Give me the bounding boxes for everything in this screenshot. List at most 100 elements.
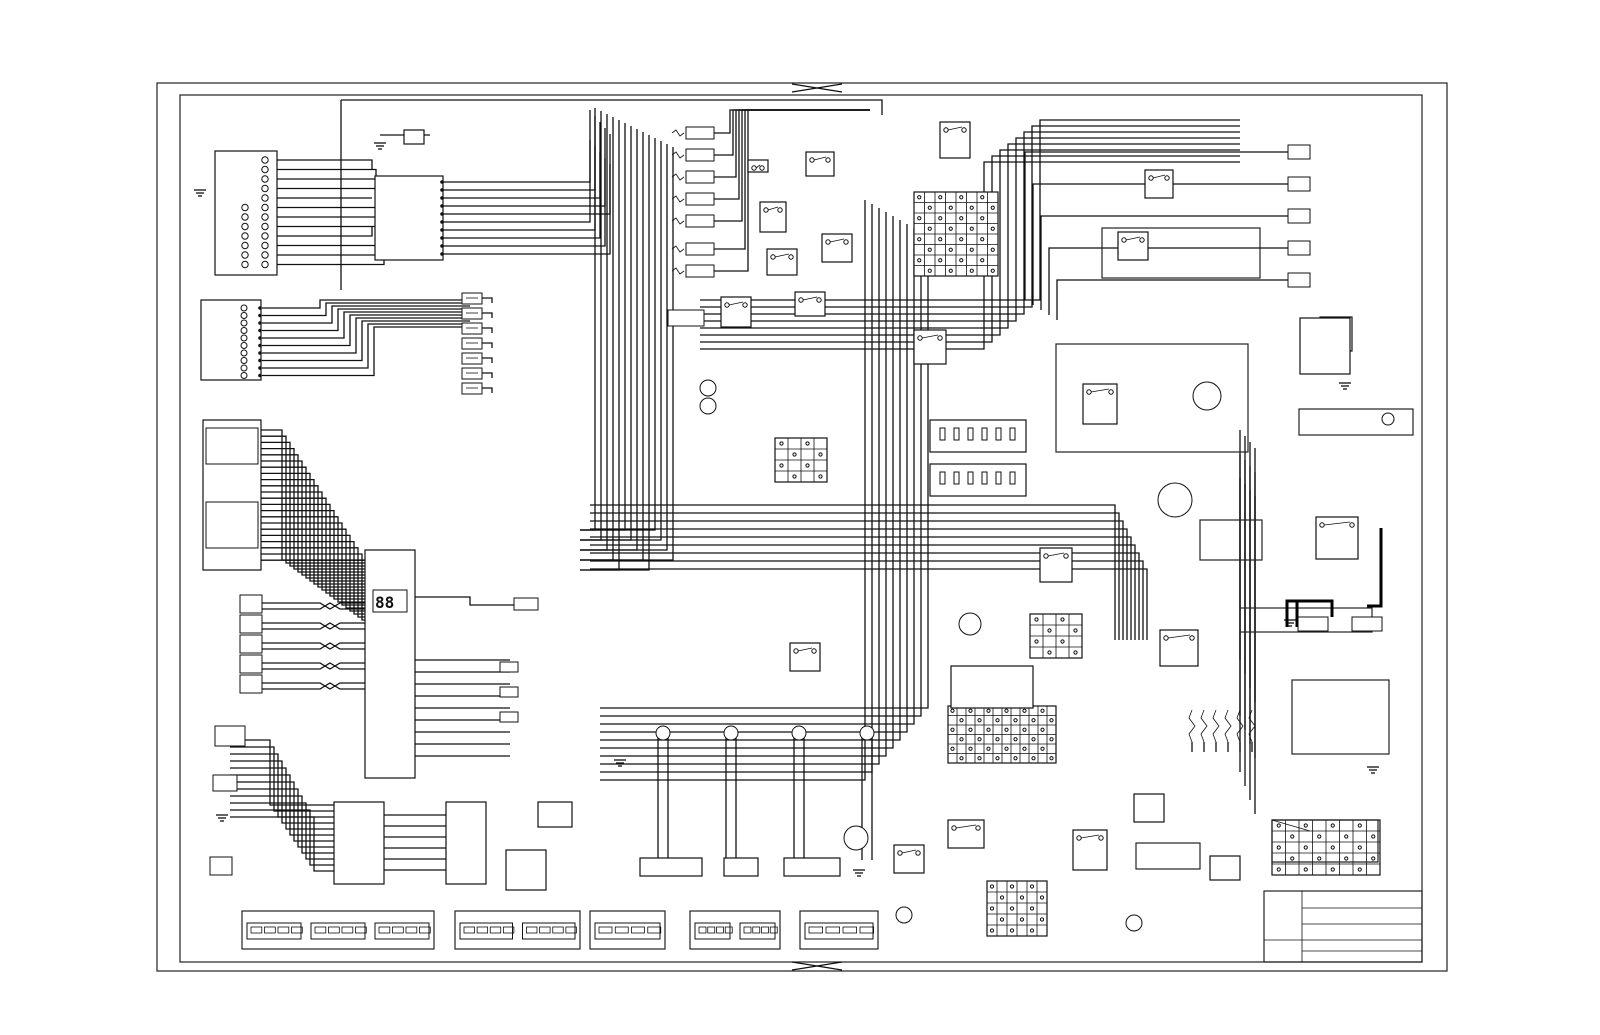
terminal-dot [440,188,444,192]
terminal [261,156,269,164]
harness-connector [639,857,703,877]
connector-cavity [647,926,662,934]
switch [212,774,238,792]
grid-terminal [1060,617,1065,622]
relay [947,819,985,849]
wire [700,143,1240,329]
relay-pin [1164,175,1170,181]
terminal [241,213,249,221]
lamp-socket [1287,176,1311,192]
relay-pin [825,239,831,245]
grid-terminal [1049,718,1054,723]
alternator-subcircuit [1291,679,1390,755]
terminal [261,184,269,193]
relay-contact [461,307,483,320]
terminal-dot [258,321,262,325]
connector-plug [655,725,671,741]
grid-terminal [977,737,982,742]
grid-terminal [1022,746,1027,751]
wire [590,512,1120,640]
solenoid-coil [685,126,715,140]
relay-contact [461,382,483,395]
instrument-panel [205,501,259,549]
grid-terminal [986,727,991,732]
grid-terminal [1317,856,1322,861]
relay-pin [943,127,949,133]
solenoid-coil [685,192,715,206]
relay-pin [917,335,923,341]
connector-cavity [743,926,752,934]
relay-pin [751,165,757,171]
fuse [981,427,988,441]
grid-terminal [818,474,823,479]
grid-terminal [980,195,985,200]
grid-terminal [968,708,973,713]
terminal-dot [258,328,262,333]
wire [482,357,493,363]
grid-terminal [927,268,932,273]
wire [262,314,470,347]
motor-lamp [1125,914,1143,932]
connector-cavity [698,926,707,934]
connector-face [804,922,874,940]
relay [913,329,947,365]
grid-terminal [1009,906,1015,911]
grid-terminal [969,226,974,231]
relay-pin [1319,522,1325,528]
connector-cavity [526,926,538,934]
relay [789,642,821,672]
wire [250,622,365,630]
grid-terminal [990,205,995,210]
terminal [261,251,269,259]
relay [939,121,971,159]
grid-terminal [927,226,932,231]
relay-switch-arm [1047,552,1065,557]
grid-terminal [1034,617,1039,622]
grid-terminal [1031,737,1036,742]
wire [714,109,870,156]
relay-contact [461,322,483,335]
connector-outline [454,910,581,950]
grid-terminal [969,268,974,273]
wire [580,129,638,551]
connector-cavity [463,926,475,934]
wire [262,302,470,317]
wire [580,135,650,571]
wire [600,216,894,749]
ecu-module [445,801,487,885]
fuse [967,427,974,441]
terminal-dot [440,228,444,232]
connector-cavity [552,926,564,934]
connector-cavity [419,926,431,934]
grid-terminal [995,756,1000,761]
relay-switch-arm [1125,236,1141,241]
grid-terminal [1060,639,1065,644]
terminal [241,232,249,240]
motor-lamp [843,825,869,851]
grid-terminal [948,247,953,252]
wire [482,387,493,393]
grid-terminal [927,247,932,252]
grid-terminal [938,258,943,263]
wire [700,149,1240,336]
terminal [240,364,248,372]
relay [821,233,853,263]
grid-terminal [1371,834,1376,839]
relay-pin [1148,175,1154,181]
connector-cavity [405,926,418,934]
relay-pin [811,648,817,654]
connector-cavity [502,926,515,934]
junction-module [1133,793,1165,823]
wire [600,212,887,757]
relay-pin [843,239,849,245]
relay-pin [777,207,783,213]
wire [272,240,381,256]
grid-terminal [779,463,784,468]
grid-terminal [805,463,810,468]
resistor [1188,709,1196,743]
connector-face [459,922,513,940]
spring-symbol [671,267,685,275]
connector-cavity [250,926,263,934]
relay [720,296,752,328]
wire [272,168,377,177]
